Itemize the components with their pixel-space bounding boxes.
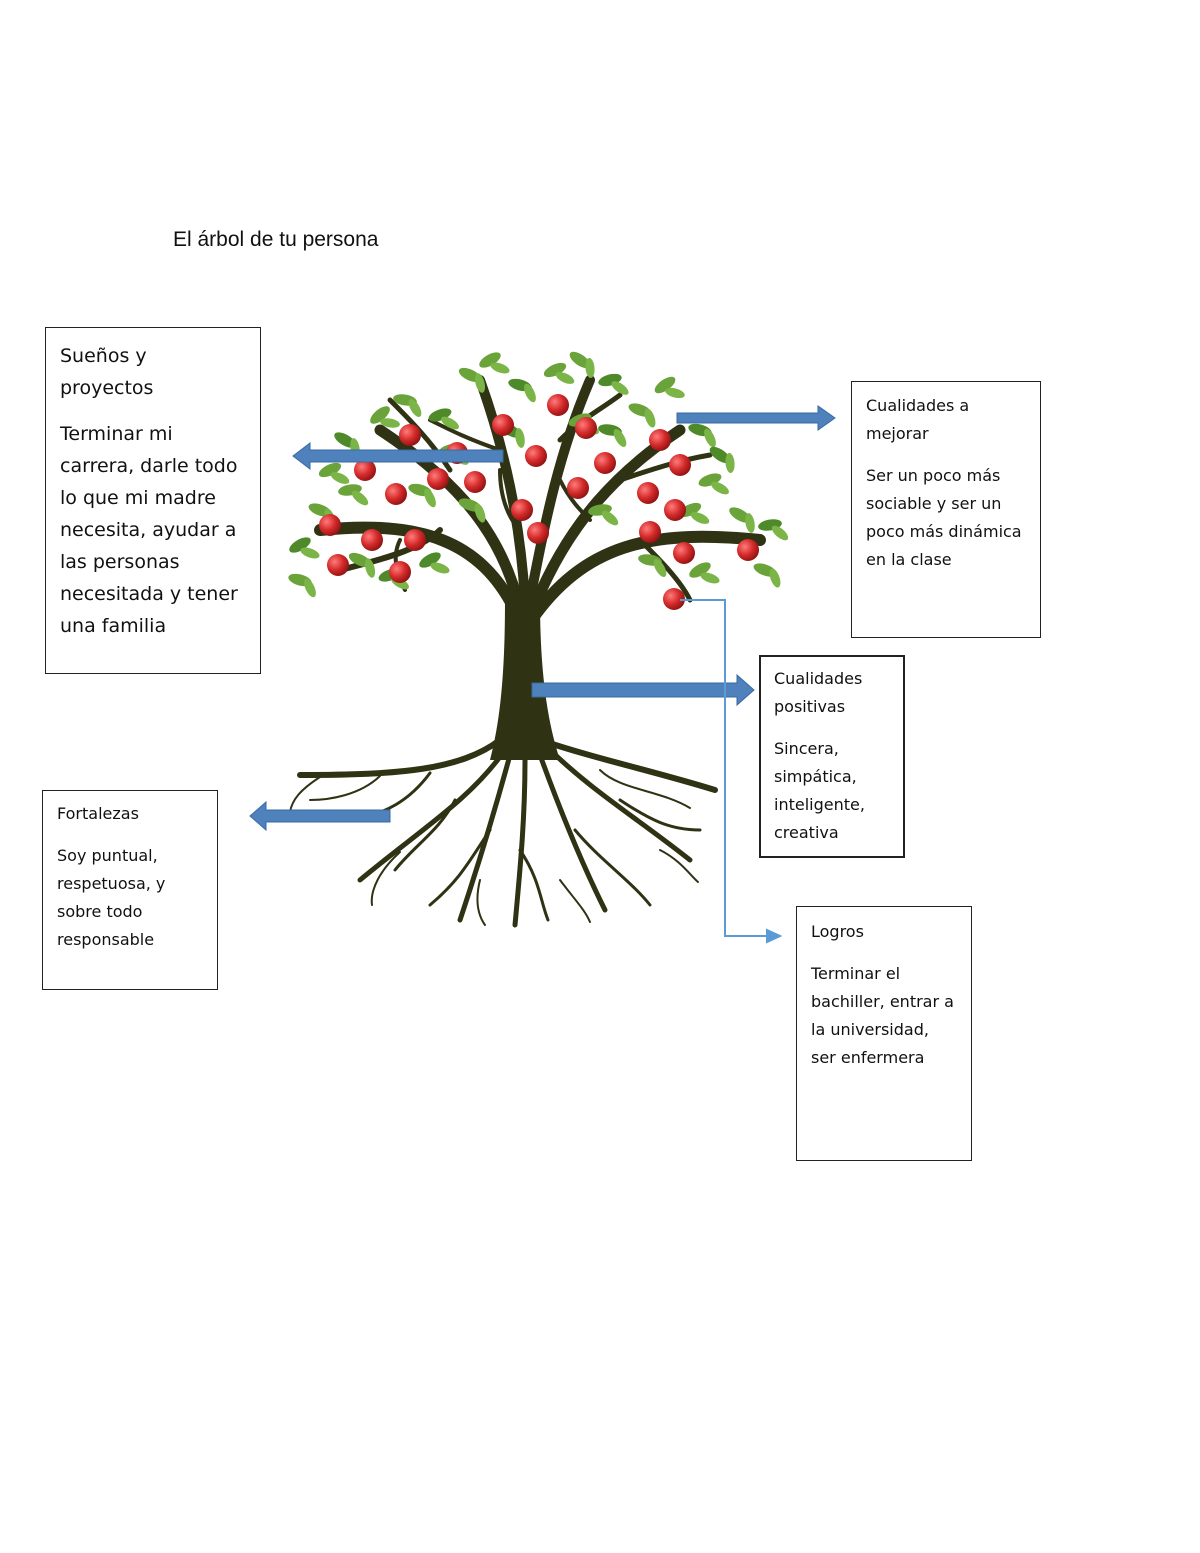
box-heading: Cualidades a mejorar	[866, 396, 970, 443]
apple	[525, 445, 547, 467]
apple	[492, 414, 514, 436]
leaf	[769, 568, 781, 588]
apple	[427, 468, 449, 490]
apple	[361, 529, 383, 551]
apple	[737, 539, 759, 561]
leaf	[653, 559, 667, 577]
apple	[639, 521, 661, 543]
apple	[399, 424, 421, 446]
leaf	[654, 376, 676, 394]
connector-to-logros	[680, 599, 783, 944]
box-fortalezas: Fortalezas Soy puntual, respetuosa, y so…	[42, 790, 218, 990]
leaf	[524, 383, 536, 403]
leaf	[689, 562, 711, 578]
leaf	[690, 512, 710, 524]
leaf	[585, 358, 595, 378]
leaf	[543, 362, 567, 378]
leaf	[725, 453, 735, 473]
apple	[511, 499, 533, 521]
leaf	[771, 525, 789, 541]
leaf	[490, 362, 510, 374]
leaf	[611, 381, 629, 395]
tree-apples	[319, 394, 759, 610]
leaf	[419, 552, 441, 568]
leaf	[330, 472, 350, 484]
apple	[527, 522, 549, 544]
box-text: Terminar mi carrera, darle todo lo que m…	[60, 423, 238, 637]
leaf	[704, 428, 716, 448]
leaf	[601, 510, 619, 526]
leaf	[430, 562, 450, 574]
leaf	[479, 352, 501, 368]
leaf	[745, 513, 755, 533]
apple	[669, 454, 691, 476]
apple	[404, 529, 426, 551]
page-title: El árbol de tu persona	[173, 228, 379, 251]
leaf	[364, 558, 376, 578]
tree-trunk	[490, 600, 560, 760]
leaf	[569, 351, 591, 369]
apple	[664, 499, 686, 521]
leaf	[318, 462, 342, 478]
tree-roots	[289, 737, 718, 928]
arrow-to-mejorar	[676, 405, 836, 431]
leaf	[351, 490, 369, 506]
leaf	[289, 537, 311, 553]
box-heading: Sueños y proyectos	[60, 345, 154, 399]
arrow-to-suenos	[292, 441, 504, 471]
leaf	[515, 428, 525, 448]
leaf	[441, 416, 459, 430]
leaf	[700, 572, 720, 584]
apple	[575, 417, 597, 439]
leaf	[424, 488, 436, 508]
apple	[673, 542, 695, 564]
leaf	[644, 408, 656, 428]
box-text: Soy puntual, respetuosa, y sobre todo re…	[57, 846, 166, 949]
apple	[637, 482, 659, 504]
leaf	[665, 387, 685, 399]
box-text: Terminar el bachiller, entrar a la unive…	[811, 964, 954, 1067]
arrow-to-fortalezas	[249, 800, 391, 832]
leaf	[709, 446, 731, 464]
box-heading: Logros	[811, 922, 864, 941]
apple	[319, 514, 341, 536]
leaf	[711, 481, 729, 495]
apple	[464, 471, 486, 493]
leaf	[613, 429, 627, 447]
apple	[547, 394, 569, 416]
box-text: Ser un poco más sociable y ser un poco m…	[866, 466, 1022, 569]
apple	[385, 483, 407, 505]
box-suenos-y-proyectos: Sueños y proyectos Terminar mi carrera, …	[45, 327, 261, 674]
apple	[354, 459, 376, 481]
box-cualidades-a-mejorar: Cualidades a mejorar Ser un poco más soc…	[851, 381, 1041, 638]
apple	[567, 477, 589, 499]
apple	[327, 554, 349, 576]
leaf	[304, 578, 316, 598]
leaf	[380, 418, 400, 428]
apple	[649, 429, 671, 451]
leaf	[408, 399, 422, 417]
box-cualidades-positivas: Cualidades positivas Sincera, simpática,…	[759, 655, 905, 858]
leaf	[474, 373, 486, 393]
apple	[594, 452, 616, 474]
leaf	[555, 372, 575, 384]
leaf	[370, 406, 390, 424]
box-text: Sincera, simpática, inteligente, creativ…	[774, 739, 865, 842]
arrow-to-positivas	[531, 673, 755, 707]
leaf	[474, 503, 486, 523]
apple	[389, 561, 411, 583]
leaf	[300, 547, 320, 559]
box-heading: Fortalezas	[57, 804, 139, 823]
box-heading: Cualidades positivas	[774, 669, 863, 716]
box-logros: Logros Terminar el bachiller, entrar a l…	[796, 906, 972, 1161]
apple	[663, 588, 685, 610]
